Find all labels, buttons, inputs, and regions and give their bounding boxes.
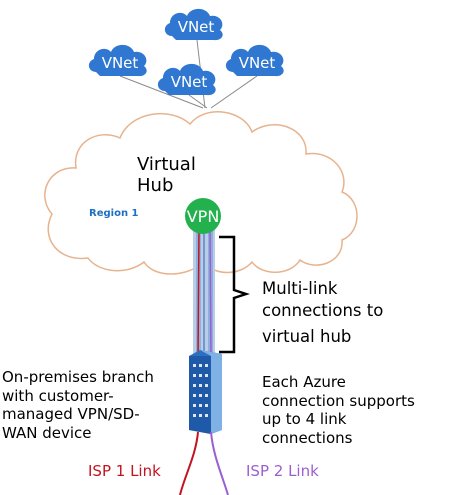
onprem-line-1: On-premises branch: [2, 368, 154, 386]
onprem-line-2: with customer-: [2, 386, 114, 405]
vnet-cloud-middle: VNet: [157, 63, 216, 96]
vnet-label-2: VNet: [102, 54, 139, 72]
vnet-label-4: VNet: [239, 54, 276, 72]
hub-title-line-2: Hub: [137, 175, 174, 196]
isp2-link-line: [210, 431, 229, 495]
vpn-label: VPN: [187, 207, 220, 226]
connection-bundle: [193, 227, 215, 361]
vnet-label-3: VNet: [171, 73, 208, 91]
isp2-link-label: ISP 2 Link: [246, 462, 319, 480]
azure-line-3: up to 4 link: [262, 410, 347, 428]
azure-line-1: Each Azure: [262, 373, 346, 391]
vnet-cloud-top: VNet: [164, 8, 223, 41]
azure-line-2: connection supports: [262, 391, 415, 410]
isp1-link-label: ISP 1 Link: [88, 462, 161, 480]
onprem-device-icon: [189, 350, 222, 434]
vnet-cloud-right: VNet: [225, 44, 284, 77]
vnet-cloud-left: VNet: [88, 44, 147, 77]
multilink-line-1: Multi-link: [262, 279, 338, 298]
hub-title: Virtual Hub: [137, 154, 196, 196]
multilink-bracket: [219, 235, 250, 354]
onprem-line-4: WAN device: [2, 423, 92, 442]
multilink-line-3: virtual hub: [262, 327, 352, 346]
onprem-annotation: On-premises branch with customer- manage…: [2, 368, 154, 442]
region-label: Region 1: [89, 208, 139, 219]
multilink-line-2: connections to: [262, 301, 384, 320]
azure-connection-annotation: Each Azure connection supports up to 4 l…: [262, 373, 415, 447]
azure-line-4: connections: [262, 428, 353, 447]
hub-title-line-1: Virtual: [137, 154, 196, 175]
onprem-line-3: managed VPN/SD-: [2, 405, 140, 423]
vnet-label-1: VNet: [178, 18, 215, 36]
multilink-annotation: Multi-link connections to virtual hub: [262, 278, 383, 348]
isp1-link-line: [179, 431, 199, 495]
vpn-gateway: VPN: [185, 198, 221, 234]
